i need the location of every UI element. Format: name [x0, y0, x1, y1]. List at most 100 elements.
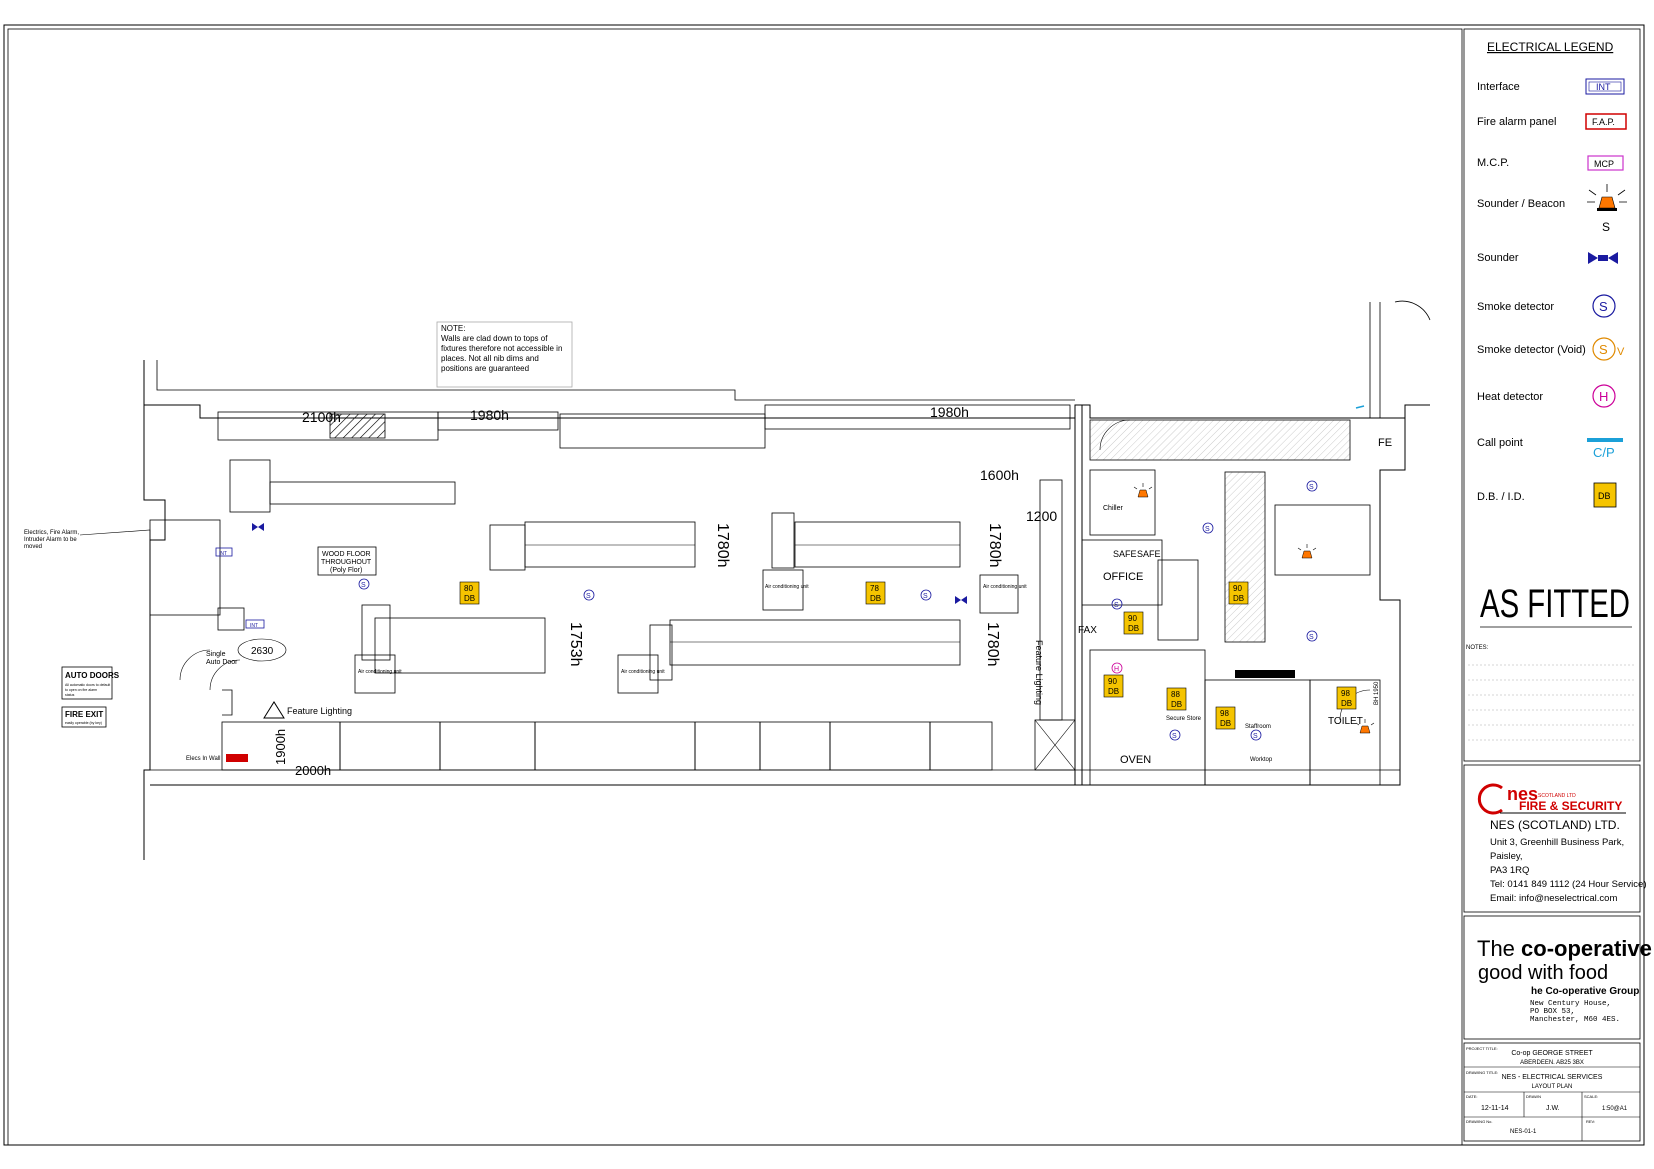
svg-text:M.C.P.: M.C.P. — [1477, 157, 1509, 169]
date-value: 12-11-14 — [1481, 1105, 1509, 1112]
fire-alarm-panel-icon — [1585, 113, 1627, 130]
client-address: PO BOX 53, — [1530, 1008, 1575, 1016]
drawing-number: NES-01-1 — [1510, 1129, 1537, 1135]
svg-text:S: S — [1309, 484, 1314, 491]
feature-lighting-icon — [263, 701, 285, 719]
svg-text:MCP: MCP — [1594, 159, 1614, 169]
sounder-beacon-icon — [1297, 544, 1317, 559]
company-address: Paisley, — [1490, 851, 1523, 862]
legend-panel: ELECTRICAL LEGEND Interface INT Fire ala… — [1463, 28, 1641, 762]
wood-floor-label: (Poly Flor) — [330, 567, 362, 574]
elecs-note: Intruder Alarm to be — [24, 537, 77, 543]
dimension-2630: 2630 — [251, 646, 274, 657]
feature-lighting-label: Feature Lighting — [287, 706, 352, 716]
db-box: 90 DB — [1123, 611, 1144, 635]
svg-text:DB: DB — [1171, 700, 1182, 709]
sounder-beacon-icon — [1587, 184, 1627, 211]
svg-text:C/P: C/P — [1593, 445, 1615, 460]
wood-floor-label: WOOD FLOOR — [322, 551, 371, 558]
interface-icon — [1585, 78, 1625, 95]
checkout-counter — [269, 481, 456, 505]
svg-text:D.B. / I.D.: D.B. / I.D. — [1477, 491, 1525, 503]
svg-text:Smoke detector (Void): Smoke detector (Void) — [1477, 344, 1586, 356]
auto-doors-sub: status — [65, 693, 75, 697]
company-address: PA3 1RQ — [1490, 865, 1529, 876]
company-address: Unit 3, Greenhill Business Park, — [1490, 837, 1624, 848]
svg-text:DB: DB — [1108, 687, 1119, 696]
svg-text:78: 78 — [870, 584, 879, 593]
svg-text:S: S — [1172, 733, 1177, 740]
walls-note-box — [436, 321, 573, 388]
note-line: fixtures therefore not accessible in — [441, 344, 562, 353]
interface-icon — [215, 547, 233, 557]
svg-text:DB: DB — [870, 594, 881, 603]
revision-label: REV: — [1586, 1119, 1595, 1124]
height-label: 1980h — [930, 404, 969, 420]
drawn-label: DRAWN — [1526, 1094, 1541, 1099]
smoke-detector-void-icon — [1592, 337, 1616, 361]
south-shelf-run — [221, 721, 993, 771]
svg-text:98: 98 — [1220, 709, 1229, 718]
smoke-detector-icon: S — [920, 589, 932, 601]
air-con-unit-3 — [617, 654, 659, 694]
coop-logo-line1: The co-operative — [1477, 936, 1652, 961]
mcp-icon — [1587, 155, 1624, 171]
svg-text:SCOTLAND LTD: SCOTLAND LTD — [1538, 793, 1576, 799]
svg-text:Interface: Interface — [1477, 81, 1520, 93]
title-block: PROJECT TITLE: Co-op GEORGE STREET ABERD… — [1463, 1042, 1641, 1142]
drawing-number-label: DRAWING No. — [1466, 1119, 1493, 1124]
smoke-detector-icon: S — [583, 589, 595, 601]
legend-item-db: D.B. / I.D. DB — [1477, 482, 1617, 508]
svg-text:Sounder / Beacon: Sounder / Beacon — [1477, 198, 1565, 210]
svg-text:S: S — [586, 593, 591, 600]
height-label: 1200 — [1026, 508, 1057, 524]
note-line: positions are guaranteed — [441, 364, 529, 373]
height-label: 1753h — [567, 622, 584, 667]
room-chiller: Chiller — [1103, 505, 1124, 512]
smoke-detector-icon: S — [1111, 598, 1123, 610]
east-stair-wall — [1369, 302, 1381, 418]
note-line: NOTE: — [441, 324, 465, 333]
legend-item-mcp: M.C.P. MCP — [1477, 155, 1624, 171]
drawing-title: NES - ELECTRICAL SERVICES — [1502, 1074, 1603, 1081]
svg-text:S: S — [1599, 299, 1608, 314]
svg-text:90: 90 — [1233, 584, 1242, 593]
boh-hatched-area — [1089, 419, 1351, 461]
note-line: Walls are clad down to tops of — [441, 334, 548, 343]
room-oven: OVEN — [1120, 754, 1151, 766]
height-label: 1780h — [986, 523, 1003, 568]
auto-door-label: Auto Door — [206, 659, 238, 666]
svg-text:INT: INT — [250, 623, 258, 629]
height-label: 2100h — [302, 409, 341, 425]
plan-interfaces: INT INT — [215, 547, 265, 629]
sounder-beacon-icon — [1133, 483, 1153, 498]
svg-text:88: 88 — [1171, 690, 1180, 699]
svg-text:F.A.P.: F.A.P. — [1592, 117, 1615, 127]
elecs-note: moved — [24, 544, 42, 550]
auto-door-label: Single — [206, 651, 226, 658]
client-address: New Century House, — [1530, 1000, 1611, 1008]
project-title: ABERDEEN. AB25 3BX — [1520, 1060, 1584, 1066]
height-label: 1900h — [273, 729, 288, 765]
legend-item-call-point: Call point C/P — [1477, 437, 1623, 460]
nes-logo: nes SCOTLAND LTD FIRE & SECURITY — [1477, 783, 1626, 815]
drawing-title-label: DRAWING TITLE: — [1466, 1070, 1498, 1075]
air-con-unit-4 — [354, 654, 396, 694]
svg-text:S: S — [1599, 342, 1608, 357]
heat-detector-icon — [1592, 384, 1616, 408]
auto-doors-sub: All automatic doors to default — [65, 683, 110, 687]
north-shelf-c — [559, 413, 766, 449]
back-of-house-wall — [1074, 405, 1083, 785]
svg-text:DB: DB — [1220, 719, 1231, 728]
gondola-3 — [374, 617, 546, 674]
svg-text:Heat detector: Heat detector — [1477, 391, 1543, 403]
wood-floor-label: THROUGHOUT — [321, 559, 372, 566]
south-east-wall — [150, 418, 1406, 786]
height-label: 1780h — [984, 622, 1001, 667]
auto-doors-sign — [61, 666, 113, 700]
toilet-room — [1309, 679, 1381, 786]
boh-staff-room — [1274, 504, 1371, 576]
svg-text:S: S — [923, 593, 928, 600]
room-worktop: Worktop — [1250, 757, 1273, 763]
